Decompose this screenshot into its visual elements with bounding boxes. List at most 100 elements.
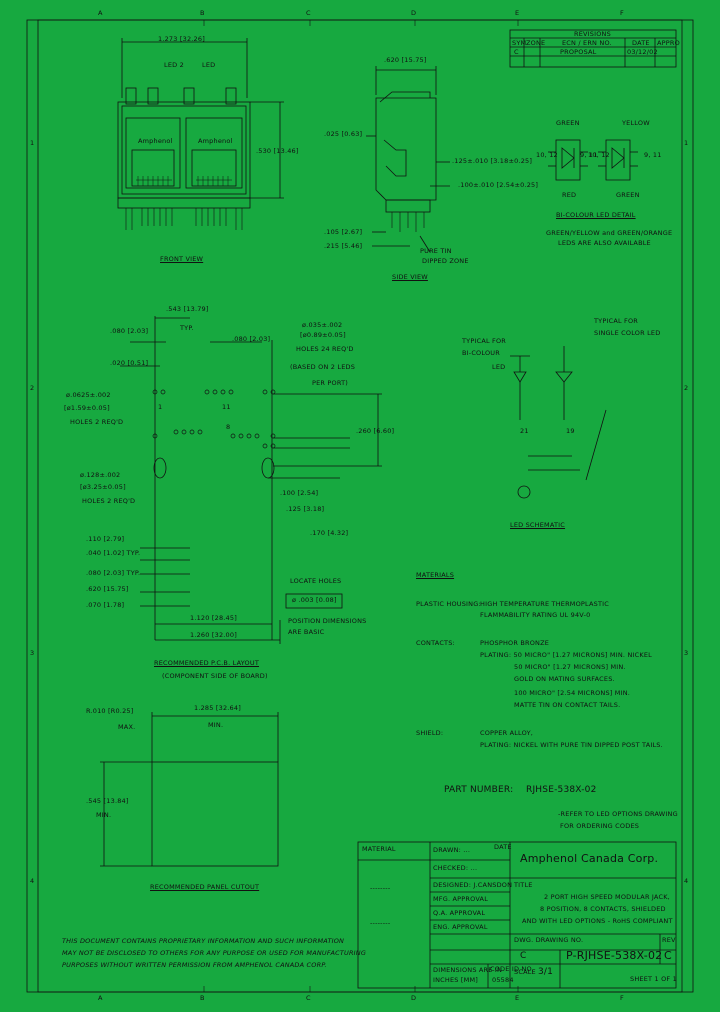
tb-dashes-1: -------- xyxy=(370,884,391,892)
schem-pin-19: 19 xyxy=(566,427,575,435)
tb-drawn: DRAWN: ... xyxy=(433,846,471,854)
border-col-b-bottom: B xyxy=(200,994,205,1002)
border-col-c: C xyxy=(306,9,311,17)
led-detail-note-2: LEDS ARE ALSO AVAILABLE xyxy=(558,239,651,247)
materials-contacts-6: MATTE TIN ON CONTACT TAILS. xyxy=(514,701,621,709)
border-row-2: 2 xyxy=(30,384,35,392)
panel-width: 1.285 [32.64] xyxy=(194,704,241,712)
tb-rev: C xyxy=(664,949,672,962)
led-detail-yellow: YELLOW xyxy=(622,119,650,127)
tb-title-line-3: AND WITH LED OPTIONS - RoHS COMPLIANT xyxy=(522,917,673,925)
pcb-dim-0625mm: [ø1.59±0.05] xyxy=(64,404,110,412)
panel-cutout-title: RECOMMENDED PANEL CUTOUT xyxy=(150,883,260,891)
side-dim-105: .105 [2.67] xyxy=(324,228,363,236)
materials-contacts-5: 100 MICRO" [2.54 MICRONS] MIN. xyxy=(514,689,631,697)
materials-plastic-label: PLASTIC HOUSING: xyxy=(416,600,481,608)
materials-heading: MATERIALS xyxy=(416,571,455,579)
side-note-dipped: DIPPED ZONE xyxy=(422,257,469,265)
border-col-f: F xyxy=(620,9,624,17)
materials-plastic-1: HIGH TEMPERATURE THERMOPLASTIC xyxy=(480,600,610,608)
pcb-holes24: HOLES 24 REQ'D xyxy=(296,345,354,353)
front-brand-mark-1: Amphenol xyxy=(138,137,173,145)
tb-qa-approval: Q.A. APPROVAL xyxy=(433,909,486,917)
border-row-3: 3 xyxy=(30,649,35,657)
tb-proprietary-1: THIS DOCUMENT CONTAINS PROPRIETARY INFOR… xyxy=(62,937,345,945)
rev-row-sym: C xyxy=(514,48,519,56)
tb-mfg-approval: MFG. APPROVAL xyxy=(433,895,489,903)
tb-scale-label: SCALE xyxy=(514,968,536,976)
materials-shield-2: PLATING: NICKEL WITH PURE TIN DIPPED POS… xyxy=(480,741,663,749)
pcb-based: (BASED ON 2 LEDS xyxy=(290,363,356,371)
schem-bicolour-1: TYPICAL FOR xyxy=(462,337,507,345)
panel-height: .545 [13.84] xyxy=(86,797,129,805)
revisions-title: REVISIONS xyxy=(574,30,611,38)
side-dim-125: .125±.010 [3.18±0.25] xyxy=(452,157,533,165)
border-row-1-right: 1 xyxy=(684,139,689,147)
rev-header-zone: ZONE xyxy=(526,39,546,47)
tb-eng-approval: ENG. APPROVAL xyxy=(433,923,488,931)
front-brand-mark-2: Amphenol xyxy=(198,137,233,145)
border-col-a: A xyxy=(98,9,103,17)
rev-header-sym: SYM xyxy=(512,39,527,47)
led-detail-pins-r1: 10, 12 xyxy=(588,151,610,159)
side-dim-100: .100±.010 [2.54±0.25] xyxy=(458,181,539,189)
materials-contacts-label: CONTACTS: xyxy=(416,639,455,647)
border-row-2-right: 2 xyxy=(684,384,689,392)
tb-title-line-2: 8 POSITION, 8 CONTACTS, SHIELDED xyxy=(540,905,666,913)
schem-bicolour-3: LED xyxy=(492,363,506,371)
pcb-pin-1: 1 xyxy=(158,403,163,411)
materials-contacts-4: GOLD ON MATING SURFACES. xyxy=(514,675,615,683)
pcb-dim-125: .125 [3.18] xyxy=(286,505,325,513)
pcb-dim-040: .040 [1.02] TYP. xyxy=(86,549,141,557)
tb-size: C xyxy=(520,951,527,961)
pcb-dim-543: .543 [13.79] xyxy=(166,305,209,313)
tb-proprietary-2: MAY NOT BE DISCLOSED TO OTHERS FOR ANY P… xyxy=(62,949,367,957)
border-col-c-bottom: C xyxy=(306,994,311,1002)
pcb-dim-128mm: [ø3.25±0.05] xyxy=(80,483,126,491)
materials-shield-1: COPPER ALLOY, xyxy=(480,729,534,737)
pcb-dim-080t: .080 [2.03] TYP. xyxy=(86,569,141,577)
tb-sheet: SHEET 1 OF 1 xyxy=(630,975,677,983)
tb-dwg-label: DWG. DRAWING NO. xyxy=(514,936,584,944)
materials-shield-label: SHIELD: xyxy=(416,729,444,737)
pcb-dim-1260: 1.260 [32.00] xyxy=(190,631,237,639)
front-led-label: LED xyxy=(202,61,216,69)
tb-company: Amphenol Canada Corp. xyxy=(520,852,659,865)
tb-scale: 3/1 xyxy=(538,967,554,977)
pcb-pin-8: 8 xyxy=(226,423,231,431)
rev-header-ecn: ECN / ERN NO. xyxy=(562,39,612,47)
side-dim-215: .215 [5.46] xyxy=(324,242,363,250)
schem-single-2: SINGLE COLOR LED xyxy=(594,329,661,337)
pcb-dim-110: .110 [2.79] xyxy=(86,535,125,543)
schem-single-1: TYPICAL FOR xyxy=(594,317,639,325)
border-col-d: D xyxy=(411,9,417,17)
side-dim-025: .025 [0.63] xyxy=(324,130,363,138)
led-detail-red: RED xyxy=(562,191,577,199)
pcb-dim-0625: ø.0625±.002 xyxy=(66,391,111,399)
pcb-dim-260: .260 [6.60] xyxy=(356,427,395,435)
pcb-dim-080b: .080 [2.03] xyxy=(232,335,271,343)
border-row-3-right: 3 xyxy=(684,649,689,657)
tb-title-label: TITLE xyxy=(514,881,533,889)
pcb-dim-typ: TYP. xyxy=(180,324,194,332)
pcb-perport: PER PORT) xyxy=(312,379,348,387)
materials-contacts-1: PHOSPHOR BRONZE xyxy=(480,639,550,647)
pcb-dim-620: .620 [15.75] xyxy=(86,585,129,593)
pcb-pos-note-2: ARE BASIC xyxy=(288,628,325,636)
materials-contacts-2: PLATING: 50 MICRO" [1.27 MICRONS] MIN. N… xyxy=(480,651,652,659)
tb-dashes-2: -------- xyxy=(370,919,391,927)
rev-row-ecn: PROPOSAL xyxy=(560,48,597,56)
part-number-note-2: FOR ORDERING CODES xyxy=(560,822,640,830)
tb-units: INCHES [MM] xyxy=(433,976,478,984)
side-view-title: SIDE VIEW xyxy=(392,273,428,281)
pcb-pos-note-1: POSITION DIMENSIONS xyxy=(288,617,367,625)
tb-dims-in: DIMENSIONS ARE IN xyxy=(433,966,503,974)
schem-pin-21: 21 xyxy=(520,427,529,435)
pcb-tolerance: ø .003 [0.08] xyxy=(292,596,337,604)
tb-material: MATERIAL xyxy=(362,845,396,853)
schem-bicolour-2: BI-COLOUR xyxy=(462,349,500,357)
pcb-holes2a: HOLES 2 REQ'D xyxy=(70,418,124,426)
front-led2-label: LED 2 xyxy=(164,61,184,69)
border-col-b: B xyxy=(200,9,205,17)
